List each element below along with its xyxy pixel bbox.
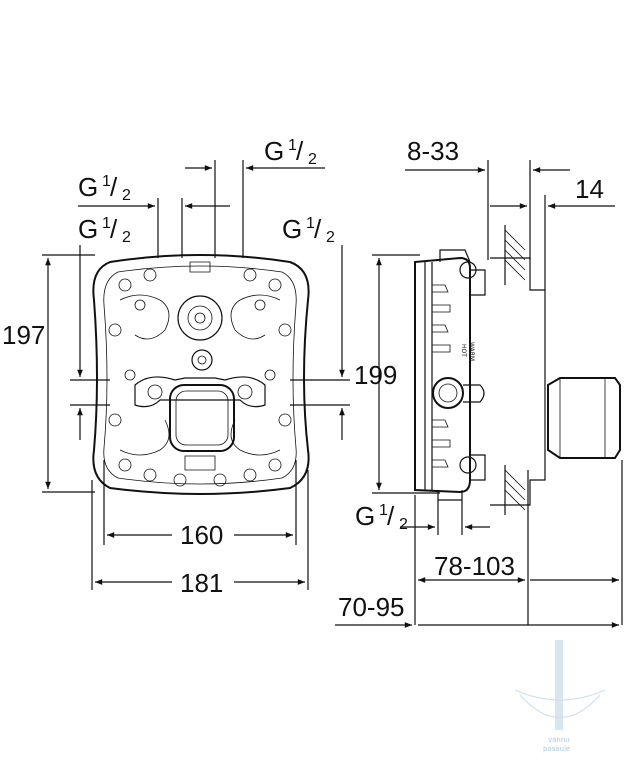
svg-text:2: 2 bbox=[326, 229, 335, 246]
svg-text:2: 2 bbox=[308, 151, 317, 168]
front-thread-top-label: G 1 / 2 bbox=[264, 136, 317, 168]
warm-label: WARM bbox=[468, 342, 475, 361]
front-inner-width-label: 160 bbox=[180, 520, 223, 550]
front-height-label: 197 bbox=[2, 320, 45, 350]
svg-text:2: 2 bbox=[122, 187, 131, 204]
side-depth-range-a-label: 78-103 bbox=[434, 551, 515, 581]
svg-text:1: 1 bbox=[288, 137, 297, 154]
svg-text:/: / bbox=[110, 214, 118, 244]
svg-text:/: / bbox=[387, 501, 395, 531]
side-height-label: 199 bbox=[354, 360, 397, 390]
hot-label: HOT bbox=[460, 344, 467, 357]
side-wall-label: 14 bbox=[575, 174, 604, 204]
svg-text:G: G bbox=[78, 172, 98, 202]
svg-text:G: G bbox=[355, 501, 375, 531]
svg-text:2: 2 bbox=[122, 229, 131, 246]
side-range-top-label: 8-33 bbox=[407, 136, 459, 166]
svg-text:G: G bbox=[264, 136, 284, 166]
side-front-cap bbox=[547, 377, 621, 459]
front-outer-width-label: 181 bbox=[180, 568, 223, 598]
svg-text:/: / bbox=[110, 172, 118, 202]
front-thread-upper-left-label: G 1 / 2 bbox=[78, 172, 131, 204]
svg-text:1: 1 bbox=[379, 502, 388, 519]
watermark: vannu pasaule bbox=[514, 640, 606, 753]
watermark-line2: pasaule bbox=[543, 745, 570, 753]
svg-text:1: 1 bbox=[102, 215, 111, 232]
front-thread-right-label: G 1 / 2 bbox=[282, 214, 335, 246]
watermark-line1: vannu bbox=[548, 736, 570, 744]
wall-hatching bbox=[504, 225, 526, 515]
front-bolt-ring bbox=[108, 268, 292, 487]
svg-text:G: G bbox=[282, 214, 302, 244]
center-square-cutout bbox=[169, 384, 235, 452]
svg-text:1: 1 bbox=[102, 173, 111, 190]
front-thread-lower-left-label: G 1 / 2 bbox=[78, 214, 131, 246]
side-depth-range-b-label: 70-95 bbox=[338, 592, 405, 622]
upper-valve-circle bbox=[177, 295, 223, 341]
side-dimensions bbox=[335, 160, 623, 628]
front-dimensions bbox=[42, 160, 350, 590]
front-view-body bbox=[92, 254, 310, 495]
side-thread-bottom-label: G 1 / 2 bbox=[355, 501, 408, 533]
svg-text:2: 2 bbox=[399, 516, 408, 533]
svg-text:/: / bbox=[314, 214, 322, 244]
svg-text:G: G bbox=[78, 214, 98, 244]
side-view-body: WARM HOT bbox=[414, 225, 621, 515]
svg-text:/: / bbox=[296, 136, 304, 166]
middle-valve-circle bbox=[191, 349, 213, 371]
svg-text:1: 1 bbox=[306, 215, 315, 232]
side-connector-circle bbox=[432, 377, 464, 409]
